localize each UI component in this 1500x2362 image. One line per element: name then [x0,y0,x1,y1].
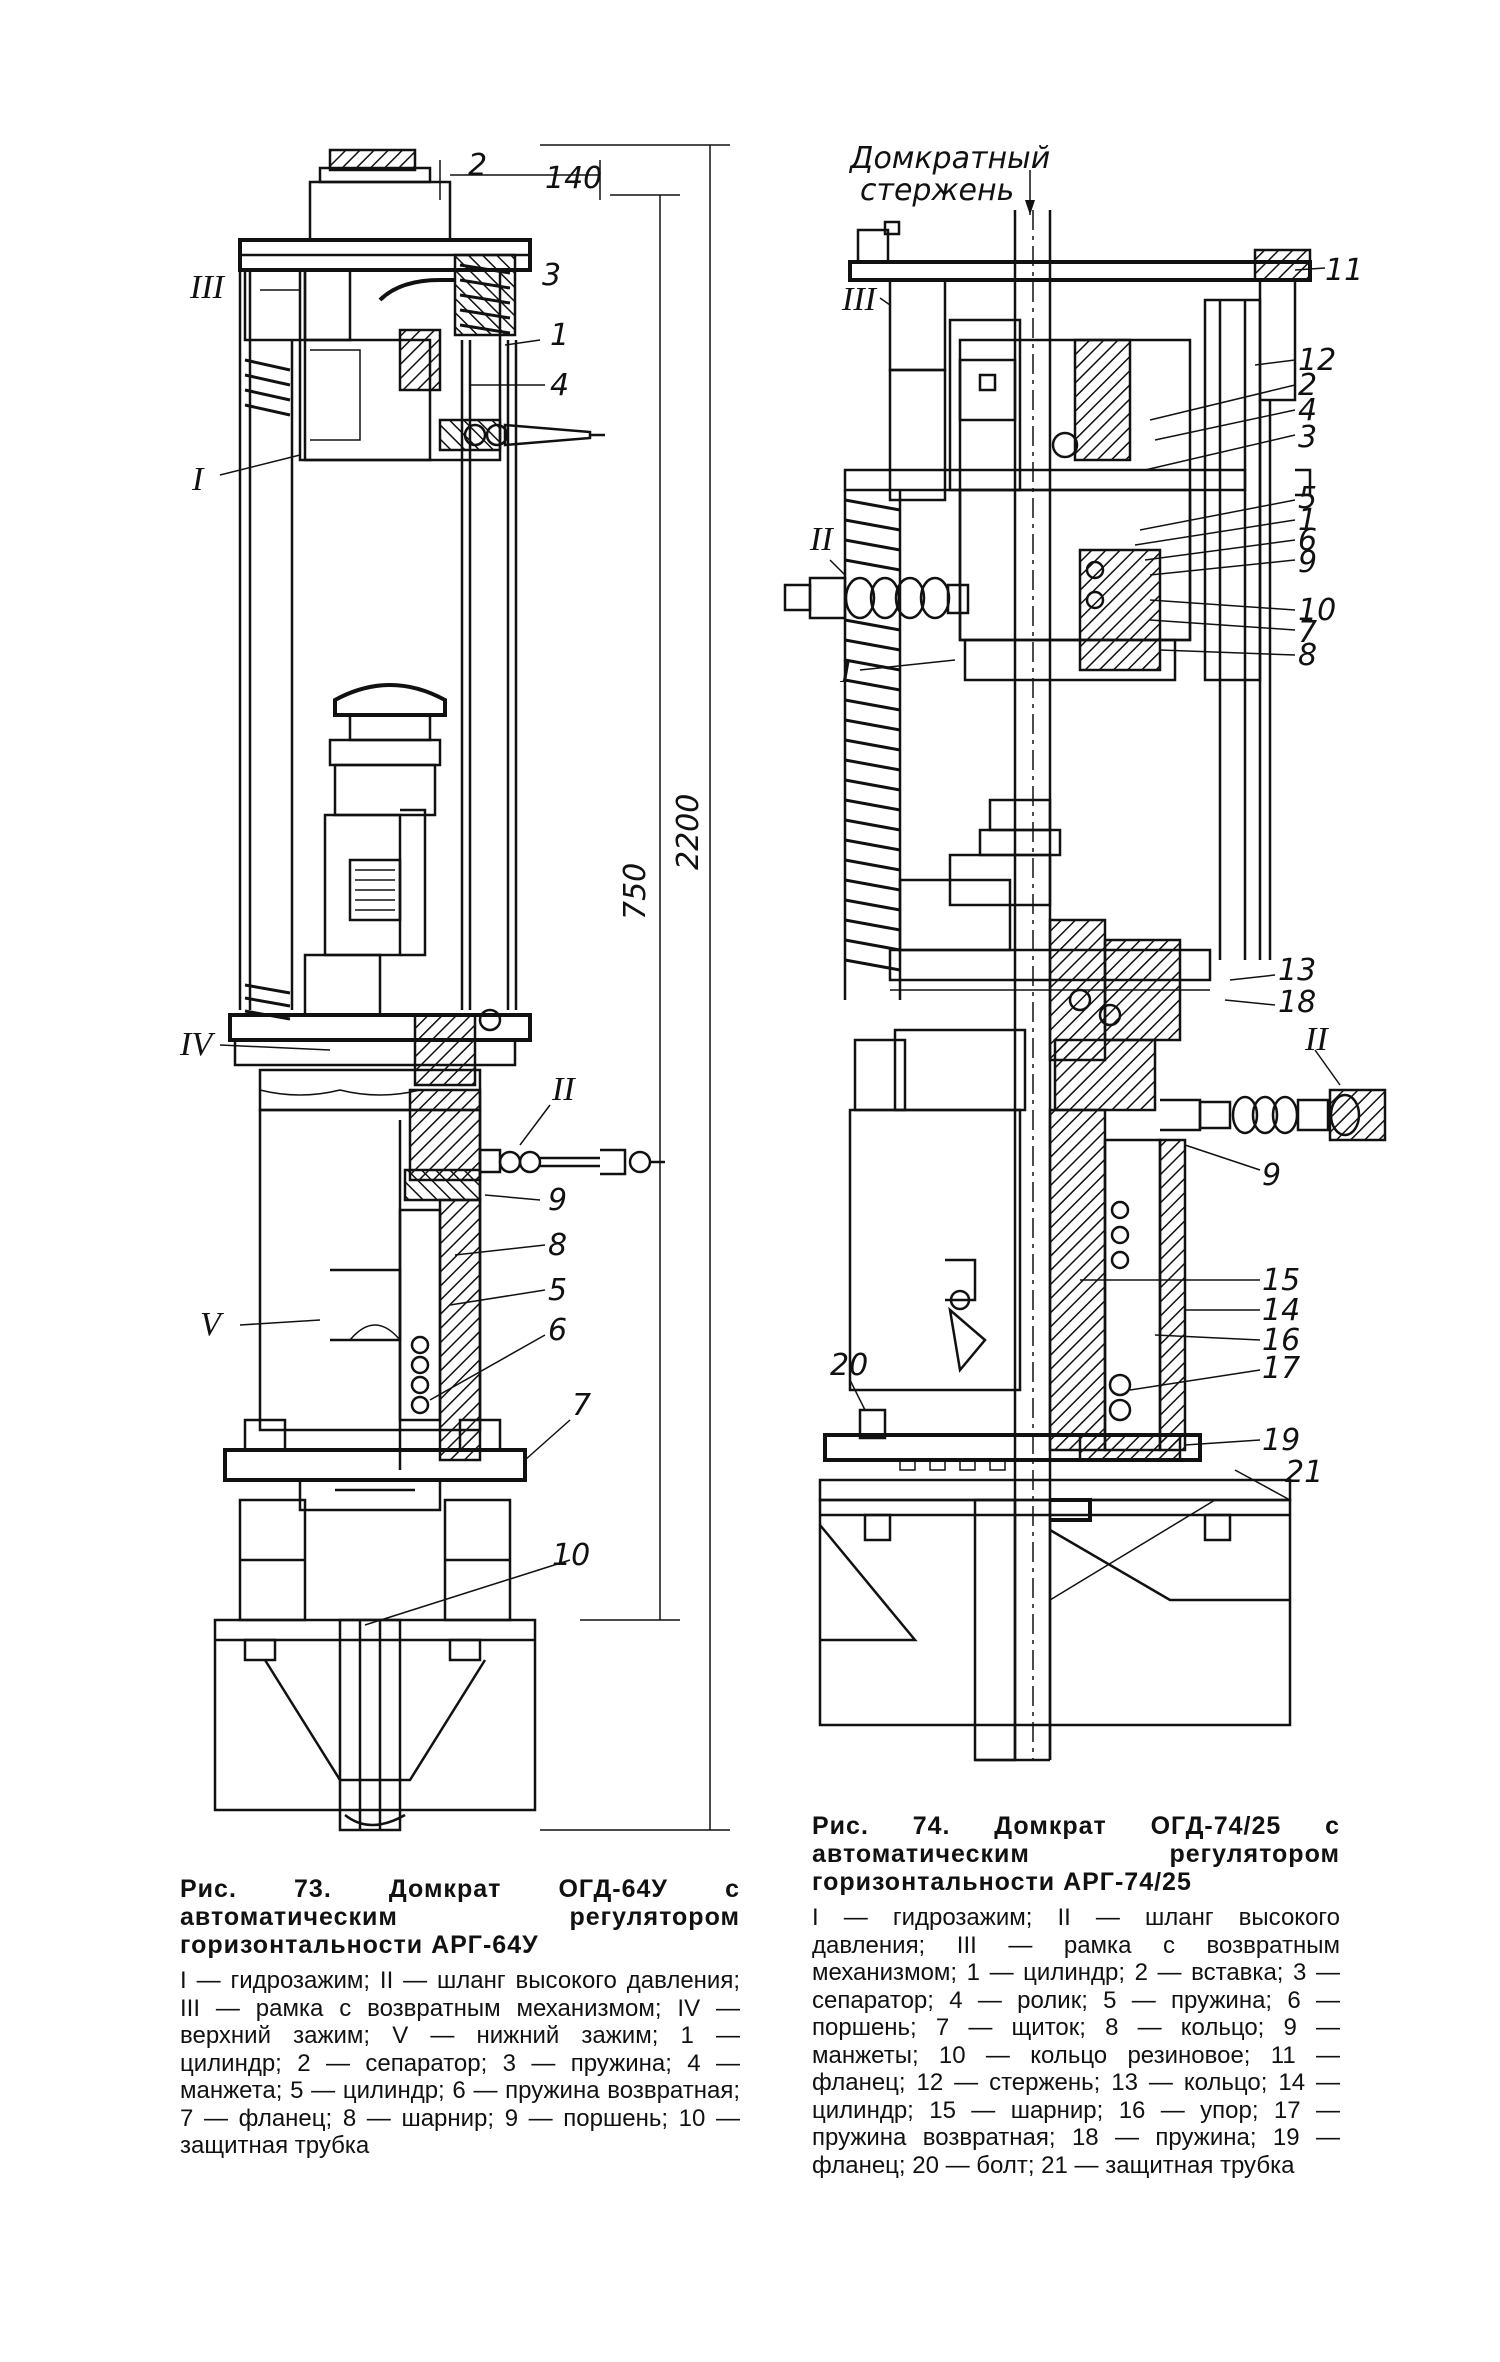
fig73-label-750: 750 [618,863,653,920]
fig74-label-6: 6 [1298,523,1317,558]
fig73-caption: Рис. 73. Домкрат ОГД-64У с автоматически… [180,1875,740,2160]
fig73-label-1: 1 [550,318,569,353]
fig74-label-13: 13 [1278,953,1316,988]
fig74-label-2: 2 [1298,368,1317,403]
fig74-label-18: 18 [1278,985,1316,1020]
fig74-spring-column [843,490,902,1000]
fig73-dimensions [439,144,730,1831]
fig74-label-19: 19 [1262,1423,1300,1458]
fig74-label-14: 14 [1262,1293,1300,1328]
fig73-lower-cylinder [258,1068,482,1470]
fig74-label-21: 21 [1285,1455,1323,1490]
figure-74-svg: Домкратный стержень 11 III 12 2 4 3 II 5… [783,141,1387,1762]
fig74-caption: Рис. 74. Домкрат ОГД-74/25 с автоматичес… [812,1812,1340,2179]
fig73-lower-legs [238,1498,512,1622]
fig73-label-9: 9 [548,1183,567,1218]
fig74-label-20: 20 [830,1348,868,1383]
fig74-label-9b: 9 [1262,1158,1281,1193]
fig74-label-7: 7 [1298,615,1317,650]
fig74-label-5: 5 [1298,481,1317,516]
fig74-label-15: 15 [1262,1263,1300,1298]
figure-73-drawing: 2 140 3 III 1 4 I 750 2200 IV II 9 8 5 V… [0,0,750,1860]
fig73-label-3: 3 [542,258,561,293]
fig73-label-6: 6 [548,1313,567,1348]
fig73-label-II: II [551,1071,576,1108]
fig73-label-I: I [191,461,205,498]
fig74-label-17: 17 [1262,1351,1300,1386]
fig73-label-III: III [189,269,226,306]
fig73-leaders [219,289,571,1626]
fig74-label-9a: 9 [1298,545,1317,580]
fig73-frame-III [243,253,517,462]
fig73-guide-rods [238,270,518,1010]
fig74-caption-title: Рис. 74. Домкрат ОГД-74/25 с автоматичес… [812,1812,1340,1896]
fig74-hydroclamp-I [958,338,1192,682]
fig74-cylinder-14 [848,1028,1187,1452]
fig74-label-3: 3 [1298,420,1317,455]
fig73-label-140: 140 [545,161,602,196]
fig74-label-II-left: II [809,521,834,558]
fig74-label-12: 12 [1298,343,1336,378]
fig74-label-16: 16 [1262,1323,1300,1358]
fig73-caption-body: I — гидрозажим; II — шланг высокого давл… [180,1967,740,2159]
fig74-flange-19 [823,1408,1202,1471]
fig74-middle-piston [888,798,1212,1062]
fig74-hose-II-right [1160,1088,1387,1142]
fig73-label-V: V [200,1306,225,1343]
fig74-label-8: 8 [1298,638,1317,673]
fig74-label-II-right: II [1304,1021,1329,1058]
fig73-base [213,1618,537,1832]
fig73-label-2200: 2200 [671,794,706,870]
fig74-rod-leader [1025,170,1035,215]
fig73-upper-piston [303,683,447,1017]
fig74-label-1: 1 [1298,503,1317,538]
figure-73-svg: 2 140 3 III 1 4 I 750 2200 IV II 9 8 5 V… [179,144,730,1832]
fig73-label-8: 8 [548,1228,567,1263]
fig74-label-10: 10 [1298,593,1336,628]
fig73-left-spring [244,358,291,417]
fig74-hose-II-left [783,576,970,620]
fig73-upper-clamp-IV [228,1013,532,1087]
fig74-base [818,1478,1292,1762]
fig74-rod-12 [1203,248,1312,960]
fig73-label-5: 5 [548,1273,567,1308]
fig73-label-2: 2 [468,148,487,183]
fig74-leaders [829,267,1341,1601]
fig73-label-7: 7 [572,1388,591,1423]
fig73-flange [223,1418,527,1512]
fig74-label-III: III [841,281,878,318]
fig73-hose-II [478,1148,665,1176]
fig74-label-rod-line2: стержень [860,173,1014,208]
fig73-label-IV: IV [179,1026,216,1063]
fig73-label-10: 10 [552,1538,590,1573]
fig74-label-I: I [839,653,853,690]
figure-74-drawing: Домкратный стержень 11 III 12 2 4 3 II 5… [750,0,1500,1800]
fig73-caption-title: Рис. 73. Домкрат ОГД-64У с автоматически… [180,1875,740,1959]
fig74-label-rod-line1: Домкратный [848,141,1050,176]
fig74-caption-body: I — гидрозажим; II — шланг высокого давл… [812,1904,1340,2179]
fig73-label-4: 4 [550,368,569,403]
fig74-label-11: 11 [1325,253,1363,288]
fig74-label-4: 4 [1298,393,1317,428]
